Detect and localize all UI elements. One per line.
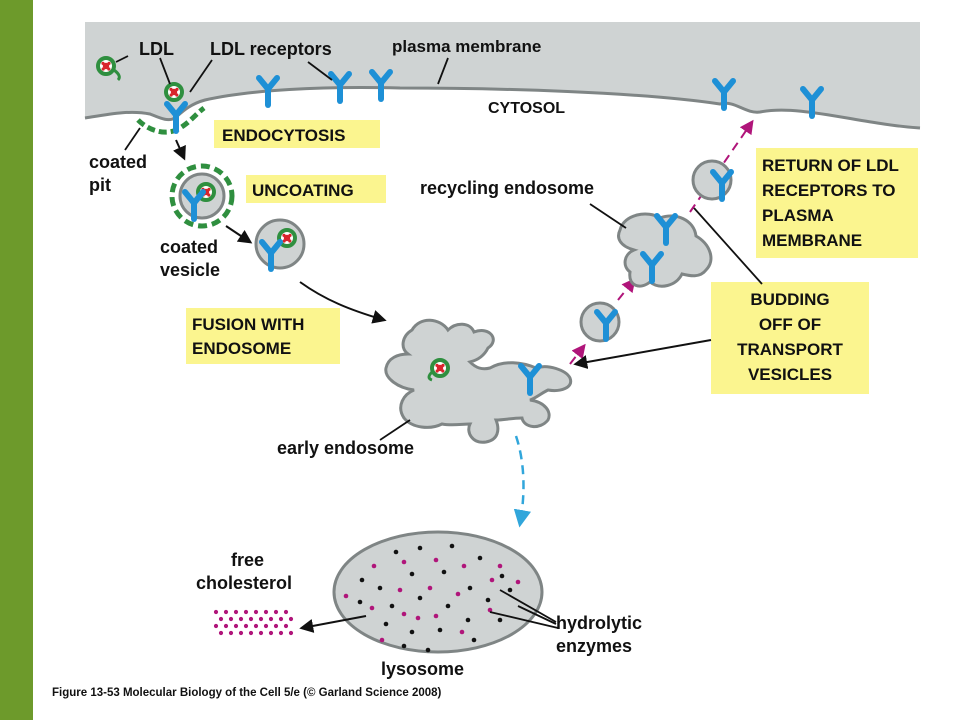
endocytosis-label: ENDOCYTOSIS <box>222 126 345 145</box>
ldl-receptors-label: LDL receptors <box>210 39 332 59</box>
coated-pit-label: pit <box>89 175 111 195</box>
fusion-label: FUSION WITH <box>192 315 304 334</box>
budding-label: TRANSPORT <box>737 340 843 359</box>
budding-label: BUDDING <box>750 290 829 309</box>
lysosome-label: lysosome <box>381 659 464 679</box>
fusion-label: ENDOSOME <box>192 339 291 358</box>
free-cholesterol-label: cholesterol <box>196 573 292 593</box>
recycling-endosome-label: recycling endosome <box>420 178 594 198</box>
transport-vesicle <box>579 301 621 343</box>
uncoating-box <box>246 175 386 203</box>
uncoated-vesicle <box>254 218 306 269</box>
figure-caption: Figure 13-53 Molecular Biology of the Ce… <box>52 687 442 699</box>
budding-box <box>711 282 869 394</box>
ldl-particle <box>96 56 121 82</box>
return-label: MEMBRANE <box>762 231 862 250</box>
uncoating-label: UNCOATING <box>252 181 354 200</box>
early-endosome-label: early endosome <box>277 438 414 458</box>
ldl-particle <box>164 82 184 102</box>
early-endosome <box>384 318 573 444</box>
coated-pit-label: coated <box>89 152 147 172</box>
fusion-box <box>186 308 340 364</box>
free-cholesterol-label: free <box>231 550 264 570</box>
budding-label: OFF OF <box>759 315 821 334</box>
cytosol-label: CYTOSOL <box>488 100 565 117</box>
coated-vesicle-label: vesicle <box>160 260 220 280</box>
return-label: PLASMA <box>762 206 834 225</box>
return-box <box>756 148 918 258</box>
recycling-endosome <box>617 212 713 288</box>
coated-vesicle-label: coated <box>160 237 218 257</box>
ldl-label: LDL <box>139 39 174 59</box>
lysosome <box>332 530 544 654</box>
plasma-membrane-label: plasma membrane <box>392 37 541 56</box>
endocytosis-box <box>214 120 380 148</box>
free-cholesterol-dots <box>213 609 294 636</box>
return-label: RETURN OF LDL <box>762 156 899 175</box>
transport-vesicle <box>691 159 731 199</box>
coated-vesicle <box>169 163 235 229</box>
budding-label: VESICLES <box>748 365 832 384</box>
hydrolytic-enzymes-label: enzymes <box>556 636 632 656</box>
hydrolytic-enzymes-label: hydrolytic <box>556 613 642 633</box>
coated-pit-coat <box>136 106 206 135</box>
green-sidebar <box>0 0 33 720</box>
membrane-edge <box>84 86 921 130</box>
return-label: RECEPTORS TO <box>762 181 896 200</box>
